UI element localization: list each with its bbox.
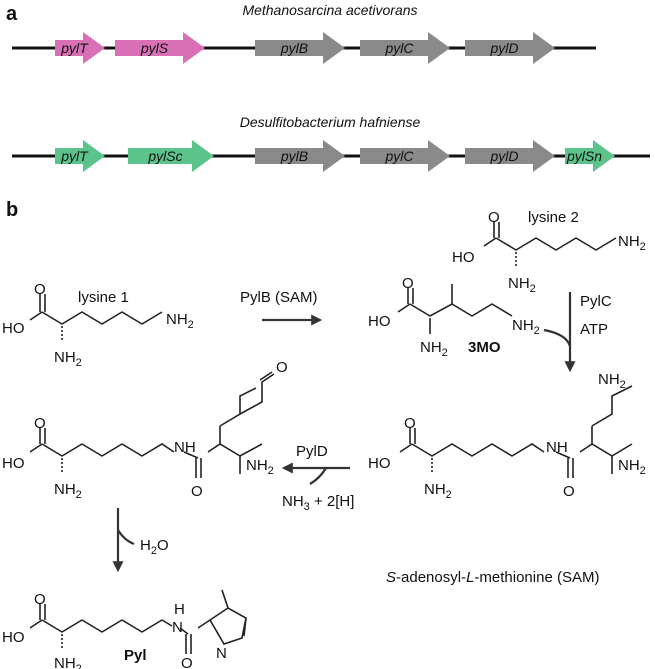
atom-nh2: NH2: [166, 311, 194, 331]
atom-ho: HO: [2, 455, 25, 472]
atom-n: N: [172, 619, 183, 636]
atom-o: O: [34, 591, 46, 608]
atom-nh2: NH2: [246, 457, 274, 477]
atom-nh2: NH2: [420, 339, 448, 359]
sam-note: S-adenosyl-L-methionine (SAM): [386, 569, 599, 586]
atom-ho: HO: [2, 629, 25, 646]
gene-label: pylD: [489, 148, 518, 164]
gene-arrow-pylSc: [128, 140, 214, 172]
molecule-label: Pyl: [124, 647, 147, 664]
atom-ho: HO: [452, 249, 475, 266]
atom-h: H: [174, 601, 185, 618]
panel-label-a: a: [6, 3, 18, 25]
byproduct-arrow: [309, 467, 327, 485]
panel-label-b: b: [6, 199, 18, 221]
atom-nh: NH: [546, 439, 568, 456]
atom-o: O: [34, 281, 46, 298]
molecule-lysine-1: lysine 1 O HO NH2 NH2: [2, 281, 194, 369]
atom-o: O: [191, 483, 203, 500]
atom-nh2: NH2: [54, 655, 82, 669]
molecule-label: lysine 2: [528, 209, 579, 226]
enzyme-label: PylC: [580, 293, 612, 310]
gene-label: pylT: [60, 148, 89, 164]
organism-name: Methanosarcina acetivorans: [242, 2, 417, 18]
atom-o: O: [276, 359, 288, 376]
atom-nh2: NH2: [424, 481, 452, 501]
atom-o: O: [488, 209, 500, 226]
molecule-intermediate-right: O HO NH O NH2 NH2 NH2: [368, 371, 646, 501]
atom-nh2: NH2: [508, 275, 536, 295]
byproduct-arrow: [117, 529, 135, 546]
molecule-3mo: O HO NH2 NH2 3MO: [368, 275, 540, 359]
gene-label: pylB: [280, 40, 308, 56]
enzyme-label: PylD: [296, 443, 328, 460]
atom-ho: HO: [368, 313, 391, 330]
gene-row: pylT pylSc pylB pylC pylD pylSn: [55, 140, 615, 172]
gene-arrow-pylC: [360, 140, 450, 172]
atom-ho: HO: [2, 320, 25, 337]
gene-label: pylB: [280, 148, 308, 164]
atom-o: O: [404, 415, 416, 432]
atom-nh2: NH2: [618, 233, 646, 253]
atom-nh2: NH2: [54, 349, 82, 369]
enzyme-label: PylB (SAM): [240, 289, 318, 306]
atom-n: N: [216, 645, 227, 662]
gene-row: pylT pylS pylB pylC pylD: [55, 32, 555, 64]
gene-label: pylC: [384, 148, 414, 164]
atom-o: O: [34, 415, 46, 432]
cofactor-arrow: [543, 328, 572, 347]
molecule-lysine-2: lysine 2 O HO NH2 NH2: [452, 209, 646, 295]
atom-o: O: [181, 655, 193, 669]
gene-label: pylD: [489, 40, 518, 56]
gene-label: pylSn: [566, 148, 602, 164]
water-label: H2O: [140, 537, 169, 557]
atom-nh2: NH2: [512, 317, 540, 337]
gene-label: pylT: [60, 40, 89, 56]
byproduct-label: NH3 + 2[H]: [282, 493, 354, 513]
gene-arrow-pylD: [465, 32, 555, 64]
gene-arrow-pylB: [255, 32, 345, 64]
gene-label: pylS: [140, 40, 169, 56]
step-cyclization: H2O: [112, 508, 169, 573]
atom-nh2: NH2: [598, 371, 626, 391]
step-pyld: PylD NH3 + 2[H]: [281, 443, 354, 513]
gene-arrow-pylS: [115, 32, 205, 64]
step-pylb: PylB (SAM): [240, 289, 323, 326]
step-pylc: PylC ATP: [543, 292, 612, 373]
cofactor-label: ATP: [580, 321, 608, 338]
molecule-label: lysine 1: [78, 289, 129, 306]
molecule-intermediate-left: O HO NH O NH2 O NH2: [2, 359, 288, 501]
organism-name: Desulfitobacterium hafniense: [240, 114, 421, 130]
gene-label: pylC: [384, 40, 414, 56]
atom-nh2: NH2: [54, 481, 82, 501]
gene-arrow-pylD: [465, 140, 555, 172]
gene-arrow-pylSn: [565, 140, 615, 172]
gene-arrow-pylT: [55, 32, 105, 64]
atom-o: O: [402, 275, 414, 292]
gene-arrow-pylC: [360, 32, 450, 64]
atom-ho: HO: [368, 455, 391, 472]
gene-arrow-pylT: [55, 140, 105, 172]
molecule-label: 3MO: [468, 339, 501, 356]
gene-arrow-pylB: [255, 140, 345, 172]
gene-label: pylSc: [147, 148, 182, 164]
atom-nh: NH: [174, 439, 196, 456]
atom-o: O: [563, 483, 575, 500]
molecule-pyrrolysine: O HO H N O N NH2 Pyl: [2, 589, 247, 669]
atom-nh2: NH2: [618, 457, 646, 477]
